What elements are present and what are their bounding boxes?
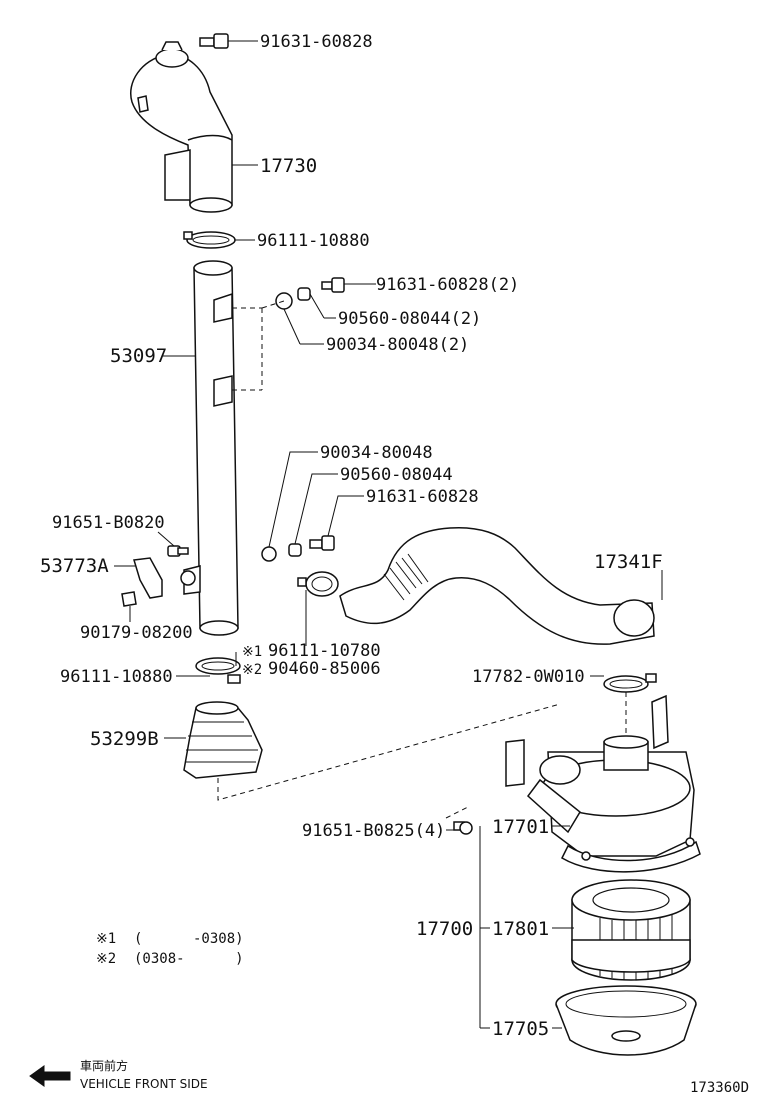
label-17700: 17700 [416,918,473,940]
clamp-96111-10780-icon [297,571,339,597]
label-17705: 17705 [492,1018,549,1040]
label-53773A: 53773A [40,555,109,577]
marker-1: ※1 [242,644,262,660]
clamp-bottom-icon [195,657,241,684]
label-53097: 53097 [110,345,167,367]
label-91651-B0820: 91651-B0820 [52,513,165,533]
hose-17341F [339,526,655,645]
boot-53299B [183,701,263,779]
label-91631-60828-mid: 91631-60828 [366,487,479,507]
bolt-grommet-set-icon [275,277,345,310]
note-2-mark: ※2 [96,951,116,967]
label-91631-60828-top: 91631-60828 [260,32,373,52]
marker-2: ※2 [242,662,262,678]
air-cleaner-cap-17701 [505,694,701,873]
air-element-17801 [571,879,691,981]
diagram-id: 173360D [690,1080,749,1096]
label-17782-0W010: 17782-0W010 [472,667,585,687]
label-90034-80048-2: 90034-80048(2) [326,335,469,355]
guide-bolt-b0825 [445,805,471,819]
bolt-91651-B0825-icon [453,821,473,835]
label-90179-08200: 90179-08200 [80,623,193,643]
note-2-text: (0308- ) [134,951,244,967]
note-1-text: ( -0308) [134,931,244,947]
label-17730: 17730 [260,155,317,177]
label-17701: 17701 [492,816,549,838]
note-1-mark: ※1 [96,931,116,947]
intake-elbow-17730 [130,41,233,213]
leader-lines [114,40,663,1029]
clamp-17782-icon [603,673,657,693]
air-cleaner-case-17705 [555,985,697,1056]
bolt-top-icon [199,33,229,49]
label-91651-B0825-4: 91651-B0825(4) [302,821,445,841]
direction-en: VEHICLE FRONT SIDE [80,1077,208,1091]
bracket-53773A [121,545,196,607]
label-90560-08044-2: 90560-08044(2) [338,309,481,329]
label-17341F: 17341F [594,551,663,573]
label-90460-85006: 90460-85006 [268,659,381,679]
label-91631-60828-2: 91631-60828(2) [376,275,519,295]
label-90560-08044: 90560-08044 [340,465,453,485]
direction-jp: 車両前方 [80,1058,128,1073]
bolt-grommet-mid-icon [261,535,335,562]
label-90034-80048: 90034-80048 [320,443,433,463]
label-96111-10780: 96111-10780 [268,641,381,661]
label-17801: 17801 [492,918,549,940]
guide-boot-to-cleaner [217,703,561,801]
label-53299B: 53299B [90,728,159,750]
label-96111-10880-bottom: 96111-10880 [60,667,173,687]
clamp-top-icon [183,231,236,249]
label-96111-10880-top: 96111-10880 [257,231,370,251]
front-arrow-icon [29,1065,71,1087]
guide-pipe-bracket [232,300,285,391]
